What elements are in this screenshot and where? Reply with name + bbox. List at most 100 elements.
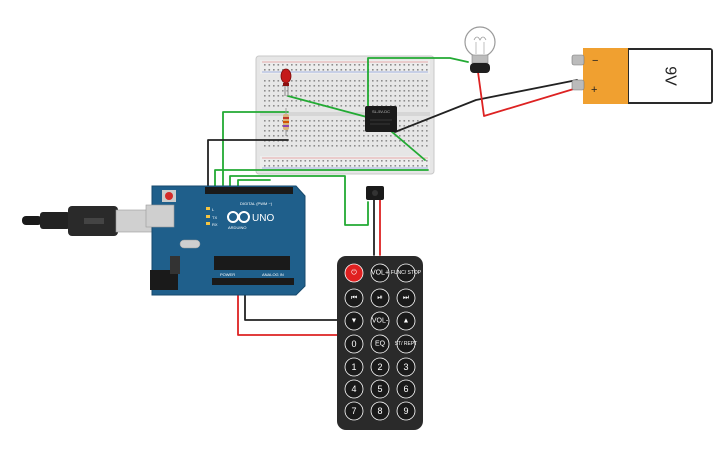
- breadboard-hole: [327, 95, 329, 97]
- breadboard-hole: [385, 160, 388, 162]
- remote-button-zero[interactable]: 0: [344, 334, 364, 354]
- breadboard-hole: [345, 160, 347, 162]
- breadboard-hole: [264, 130, 266, 132]
- remote-button-two[interactable]: 2: [370, 357, 390, 377]
- breadboard-hole: [363, 64, 365, 66]
- breadboard-hole: [313, 120, 316, 122]
- breadboard-hole: [268, 130, 271, 132]
- breadboard-hole: [318, 100, 320, 102]
- wire-green: [237, 179, 271, 188]
- breadboard-hole: [349, 85, 352, 87]
- remote-button-vol-down[interactable]: VOL-: [370, 311, 390, 331]
- breadboard-hole: [349, 145, 352, 147]
- breadboard-hole: [399, 85, 401, 87]
- breadboard-hole: [385, 100, 388, 102]
- remote-button-play-pause[interactable]: ⏯: [370, 288, 390, 308]
- remote-button-one[interactable]: 1: [344, 357, 364, 377]
- remote-button-st-rept[interactable]: ST/ REPT: [395, 334, 418, 354]
- remote-button-label: ▲: [403, 318, 410, 325]
- breadboard-hole: [304, 69, 307, 71]
- breadboard-hole: [295, 90, 298, 92]
- breadboard-hole: [376, 80, 379, 82]
- breadboard-hole: [376, 85, 379, 87]
- breadboard-hole: [399, 64, 401, 66]
- breadboard-hole: [277, 80, 280, 82]
- breadboard-hole: [309, 80, 311, 82]
- breadboard-hole: [300, 160, 302, 162]
- breadboard-hole: [349, 160, 352, 162]
- breadboard-hole: [363, 165, 365, 167]
- remote-button-prev[interactable]: ⏮: [344, 288, 364, 308]
- resistor: [283, 108, 289, 136]
- remote-button-next[interactable]: ⏭: [396, 288, 416, 308]
- remote-button-label: FUNC/ STOP: [391, 270, 422, 276]
- breadboard-hole: [345, 69, 347, 71]
- remote-button-three[interactable]: 3: [396, 357, 416, 377]
- remote-button-eight[interactable]: 8: [370, 401, 390, 421]
- breadboard-hole: [417, 145, 419, 147]
- breadboard-hole: [340, 135, 343, 137]
- remote-button-four[interactable]: 4: [344, 379, 364, 399]
- breadboard-hole: [358, 85, 361, 87]
- breadboard-hole: [408, 160, 410, 162]
- breadboard-hole: [300, 100, 302, 102]
- breadboard-hole: [354, 125, 356, 127]
- remote-button-vol-up[interactable]: VOL+: [370, 263, 390, 283]
- breadboard-hole: [408, 165, 410, 167]
- breadboard-hole: [313, 100, 316, 102]
- breadboard-hole: [349, 90, 352, 92]
- breadboard-hole: [399, 125, 401, 127]
- remote-button-down[interactable]: ▼: [344, 311, 364, 331]
- breadboard-hole: [282, 160, 284, 162]
- breadboard-hole: [426, 80, 428, 82]
- remote-button-power[interactable]: ⏻: [344, 263, 364, 283]
- breadboard-hole: [331, 145, 334, 147]
- breadboard-hole: [340, 100, 343, 102]
- breadboard-hole: [408, 135, 410, 137]
- wire-red: [477, 71, 578, 117]
- breadboard-hole: [390, 95, 392, 97]
- breadboard-hole: [331, 130, 334, 132]
- breadboard-hole: [291, 105, 293, 107]
- remote-button-label: 0: [351, 339, 356, 349]
- breadboard-hole: [394, 85, 397, 87]
- breadboard-hole: [291, 160, 293, 162]
- remote-button-label: 7: [351, 406, 356, 416]
- breadboard-hole: [358, 130, 361, 132]
- breadboard-hole: [327, 140, 329, 142]
- breadboard-hole: [403, 130, 406, 132]
- breadboard-hole: [273, 64, 275, 66]
- breadboard-hole: [394, 95, 397, 97]
- remote-button-eq[interactable]: EQ: [370, 334, 390, 354]
- breadboard-hole: [376, 140, 379, 142]
- breadboard-hole: [304, 90, 307, 92]
- breadboard-hole: [277, 160, 280, 162]
- remote-button-func-stop[interactable]: FUNC/ STOP: [391, 263, 422, 283]
- remote-button-nine[interactable]: 9: [396, 401, 416, 421]
- breadboard-hole: [394, 64, 397, 66]
- remote-button-seven[interactable]: 7: [344, 401, 364, 421]
- breadboard-hole: [340, 64, 343, 66]
- breadboard-hole: [309, 100, 311, 102]
- breadboard-hole: [313, 69, 316, 71]
- breadboard-hole: [390, 85, 392, 87]
- breadboard-hole: [412, 165, 415, 167]
- breadboard-hole: [304, 140, 307, 142]
- breadboard-hole: [340, 105, 343, 107]
- remote-button-up[interactable]: ▲: [396, 311, 416, 331]
- remote-button-six[interactable]: 6: [396, 379, 416, 399]
- breadboard-hole: [309, 69, 311, 71]
- breadboard-hole: [300, 64, 302, 66]
- breadboard-hole: [349, 105, 352, 107]
- breadboard-hole: [291, 120, 293, 122]
- breadboard-hole: [318, 145, 320, 147]
- breadboard-hole: [390, 145, 392, 147]
- breadboard-hole: [367, 140, 370, 142]
- breadboard-hole: [376, 105, 379, 107]
- breadboard-hole: [295, 160, 298, 162]
- remote-button-five[interactable]: 5: [370, 379, 390, 399]
- breadboard-hole: [408, 130, 410, 132]
- breadboard-hole: [421, 80, 424, 82]
- breadboard-hole: [363, 125, 365, 127]
- breadboard-hole: [363, 80, 365, 82]
